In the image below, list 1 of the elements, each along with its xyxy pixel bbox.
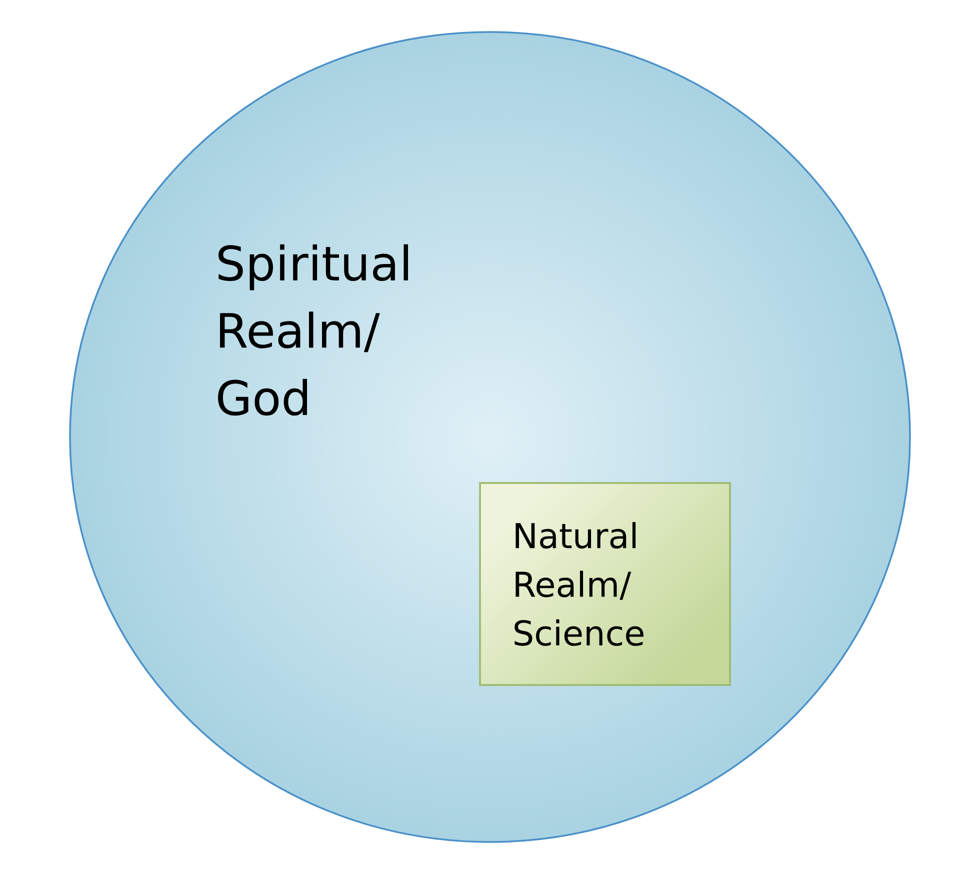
box: Natural Realm/ Science	[479, 482, 731, 686]
